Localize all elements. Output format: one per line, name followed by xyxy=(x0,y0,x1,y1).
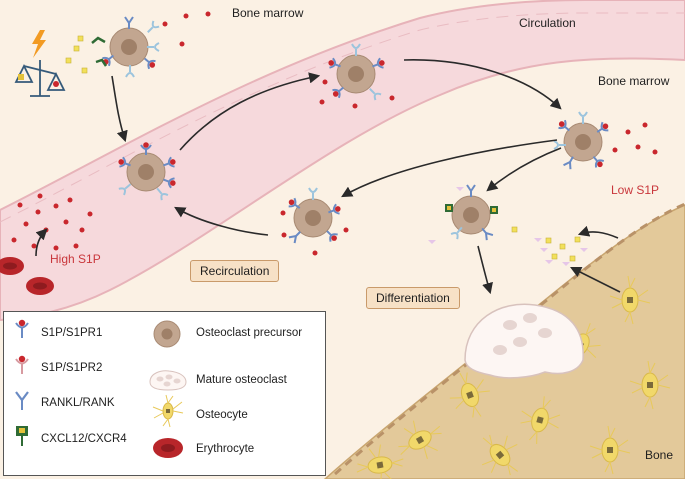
osteoclast-precursor-cell xyxy=(445,184,498,242)
arrow-osteocyte-signal xyxy=(569,266,621,293)
arrow-high-s1p xyxy=(35,228,48,257)
arrow-recirculate xyxy=(341,139,558,198)
s1pr1-receptor-icon xyxy=(15,319,29,338)
rankl-rank-icon xyxy=(15,391,29,410)
legend-mature-label: Mature osteoclast xyxy=(196,374,287,386)
cxcl12-cxcr4-icon xyxy=(16,426,28,446)
label-low-s1p: Low S1P xyxy=(611,183,659,197)
pathway-arrows xyxy=(35,59,621,295)
label-bone-marrow-top: Bone marrow xyxy=(232,6,304,20)
arrow-to-osteoclast xyxy=(477,245,493,295)
legend-precursor-label: Osteoclast precursor xyxy=(196,327,303,339)
stimulus-lightning-icon xyxy=(32,30,46,58)
legend-s1pr1-label: S1P/S1PR1 xyxy=(41,327,103,339)
mature-osteoclast-icon xyxy=(149,370,187,391)
legend-rankl-label: RANKL/RANK xyxy=(41,397,115,409)
legend-erythrocyte-label: Erythrocyte xyxy=(196,443,255,455)
differentiation-label: Differentiation xyxy=(366,287,460,309)
cxcl12-ligands xyxy=(65,35,88,74)
erythrocyte xyxy=(26,277,54,295)
label-bone-marrow-right: Bone marrow xyxy=(598,74,670,88)
legend-osteocyte-label: Osteocyte xyxy=(196,409,248,421)
arrow-to-differentiation xyxy=(486,147,562,192)
osteoclast-precursor-icon xyxy=(153,320,181,348)
legend-cxcl12-label: CXCL12/CXCR4 xyxy=(41,433,127,445)
label-bone: Bone xyxy=(645,448,673,462)
arrow-to-bone-marrow xyxy=(403,59,562,110)
mature-osteoclast xyxy=(464,303,584,379)
label-high-s1p: High S1P xyxy=(50,252,101,266)
legend-panel: S1P/S1PR1 S1P/S1PR2 RANKL/RANK CXCL12/CX… xyxy=(3,311,326,476)
label-circulation: Circulation xyxy=(519,16,576,30)
osteoclast-precursor-cell xyxy=(285,187,344,245)
vessel-wall-texture xyxy=(0,12,685,223)
osteoclast-precursor-cell xyxy=(553,111,612,171)
s1p-recirc-dots xyxy=(280,210,349,256)
s1p-circulation-dots xyxy=(319,79,395,109)
osteoclast-precursor-cell xyxy=(99,16,161,78)
imbalance-scale-icon xyxy=(14,60,66,97)
arrow-to-vessel xyxy=(111,75,128,143)
arrow-egress xyxy=(179,72,321,151)
legend-s1pr2-label: S1P/S1PR2 xyxy=(41,362,103,374)
cxcr4-receptors xyxy=(91,36,108,67)
bone-lining xyxy=(334,202,685,476)
blood-vessel xyxy=(0,0,685,322)
s1p-scattered xyxy=(162,11,658,155)
osteocyte-icon xyxy=(152,394,184,428)
s1pr2-receptor-icon xyxy=(15,355,29,374)
recirculation-label: Recirculation xyxy=(190,260,280,282)
arrow-from-bone xyxy=(577,225,619,239)
arrow-back-to-vessel xyxy=(174,206,269,236)
erythrocyte-icon xyxy=(153,438,183,458)
ligand-field xyxy=(428,187,588,266)
